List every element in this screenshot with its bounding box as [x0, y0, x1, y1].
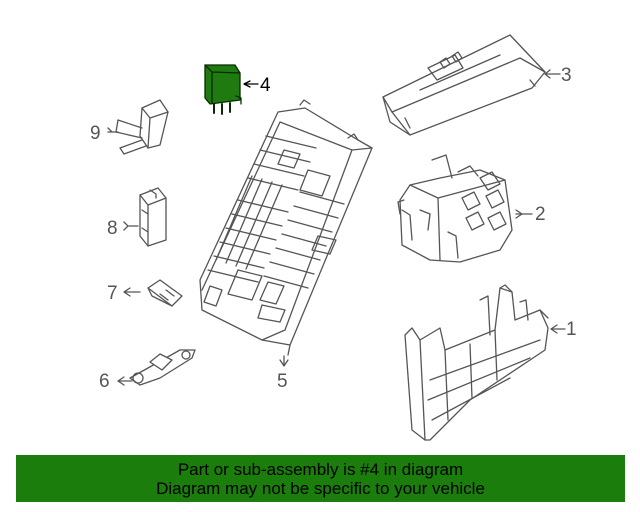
callout-3: 3: [561, 65, 572, 86]
leader-line-1: [550, 324, 566, 334]
leader-line-4: [243, 80, 259, 88]
parts-diagram: [107, 34, 566, 441]
part-7-blade-fuse: [147, 279, 183, 307]
part-5-fuse-relay-box: [199, 99, 373, 356]
leader-line-9: [107, 127, 119, 133]
leader-line-3: [544, 69, 561, 79]
info-banner: Part or sub-assembly is #4 in diagram Di…: [16, 455, 625, 502]
callout-5: 5: [277, 371, 288, 392]
callout-9: 9: [90, 123, 101, 144]
part-6-strip-fuse: [129, 349, 196, 386]
part-8-fuse: [139, 187, 167, 247]
leader-line-7: [123, 287, 141, 297]
callout-6: 6: [99, 371, 110, 392]
part-1-lower-bracket: [404, 284, 549, 441]
callout-8: 8: [107, 218, 118, 239]
callout-7: 7: [107, 283, 118, 304]
part-2-relay-block: [397, 154, 513, 263]
leader-line-5: [279, 355, 289, 367]
leader-line-6: [117, 376, 133, 386]
part-4-relay: [204, 64, 242, 115]
callout-1: 1: [566, 319, 577, 340]
leader-line-8: [123, 221, 139, 231]
leader-line-2: [515, 209, 533, 219]
callout-4: 4: [260, 75, 271, 96]
callout-2: 2: [535, 204, 546, 225]
banner-line-disclaimer: Diagram may not be specific to your vehi…: [156, 479, 485, 498]
banner-line-part-number: Part or sub-assembly is #4 in diagram: [177, 460, 464, 479]
part-9-fuse-puller: [115, 99, 169, 155]
part-3-fuse-box-cover: [382, 34, 546, 136]
